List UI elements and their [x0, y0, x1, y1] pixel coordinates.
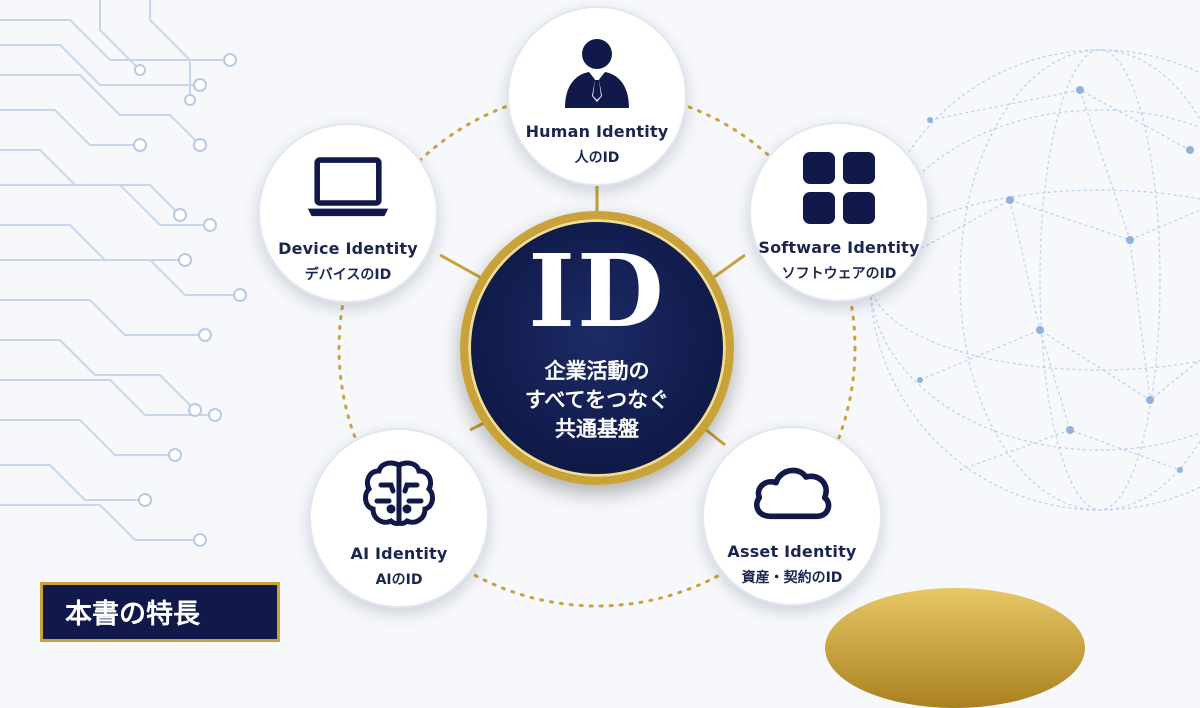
node-human-ja: 人のID — [574, 150, 620, 166]
cloud-icon — [750, 450, 834, 534]
hub-subtitle: 企業活動の すべてをつなぐ 共通基盤 — [525, 357, 669, 444]
network-nodes — [917, 86, 1194, 473]
connection-ring — [337, 88, 857, 608]
network-globe — [869, 49, 1200, 511]
person-icon — [555, 30, 639, 114]
hub-line-2: すべてをつなぐ — [524, 388, 670, 412]
node-human-identity: Human Identity 人のID — [507, 6, 687, 186]
node-device-ja: デバイスのID — [304, 267, 392, 283]
node-software-en: Software Identity — [758, 238, 920, 257]
node-ai-ja: AIのID — [375, 572, 423, 588]
circuit-pattern — [0, 0, 240, 541]
node-software-ja: ソフトウェアのID — [781, 266, 897, 282]
circuit-nodes — [133, 53, 247, 547]
node-asset-identity: Asset Identity 資産・契約のID — [702, 426, 882, 606]
brain-icon — [357, 452, 441, 536]
laptop-icon — [306, 147, 390, 231]
grid-icon — [797, 146, 881, 230]
hub-title: ID — [528, 232, 666, 350]
node-device-en: Device Identity — [278, 239, 418, 258]
node-software-identity: Software Identity ソフトウェアのID — [749, 122, 929, 302]
node-device-identity: Device Identity デバイスのID — [258, 123, 438, 303]
central-id-hub: ID 企業活動の すべてをつなぐ 共通基盤 — [460, 211, 734, 485]
node-human-en: Human Identity — [525, 122, 669, 141]
hub-line-1: 企業活動の — [544, 359, 650, 383]
feature-badge: 本書の特長 — [40, 582, 280, 642]
gold-emblem-partial — [825, 588, 1085, 708]
node-ai-en: AI Identity — [350, 544, 448, 563]
hub-line-3: 共通基盤 — [555, 417, 639, 441]
node-asset-en: Asset Identity — [727, 542, 857, 561]
node-ai-identity: AI Identity AIのID — [309, 428, 489, 608]
node-asset-ja: 資産・契約のID — [741, 570, 843, 586]
